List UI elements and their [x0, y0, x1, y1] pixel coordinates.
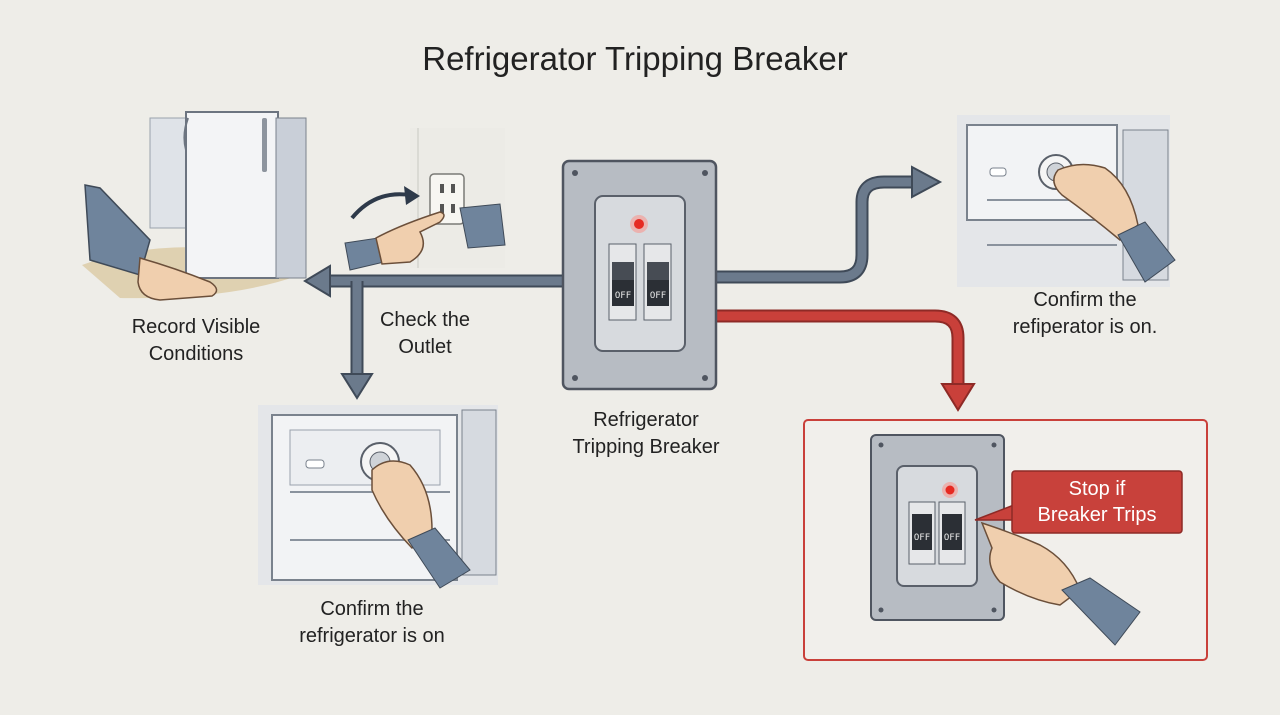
pointing-hand-icon [980, 521, 1081, 606]
stop-box: OFF OFF [803, 419, 1208, 661]
outlet-icon [429, 173, 465, 225]
sleeve-icon [1117, 221, 1176, 283]
breaker-panel: OFF OFF [561, 159, 718, 391]
sleeve-icon [84, 184, 151, 276]
stop-label: Stop if Breaker Trips [1037, 478, 1157, 526]
arrows [303, 165, 976, 412]
sleeve-icon [407, 527, 471, 589]
switch-label-off: OFF [615, 291, 631, 301]
breaker-switch-2 [942, 514, 962, 550]
curved-arrow-icon [350, 192, 411, 220]
pointing-hand-icon [375, 211, 445, 265]
record-conditions-illustration [82, 111, 307, 301]
page-title: Refrigerator Tripping Breaker [422, 40, 848, 77]
arrow-to-stop [716, 309, 965, 386]
switch-label-off: OFF [944, 533, 960, 543]
hand-icon [371, 460, 433, 550]
stop-callout [1011, 470, 1183, 534]
step-label-confirm-top: Confirm the refiperator is on. [1012, 289, 1158, 338]
breaker-switch-1 [912, 514, 932, 550]
step-label-breaker: Refrigerator Tripping Breaker [572, 409, 720, 458]
step-label-confirm-bottom: Confirm the refrigerator is on [299, 598, 445, 647]
confirm-bottom-illustration [258, 405, 498, 589]
arrow-to-confirm-top [716, 175, 914, 284]
switch-label-off: OFF [914, 533, 930, 543]
sleeve-icon [1061, 577, 1141, 646]
step-label-record: Record Visible Conditions [131, 316, 261, 365]
hand-icon [137, 257, 218, 301]
outlet-illustration [344, 128, 506, 271]
confirm-top-illustration [957, 115, 1176, 287]
step-label-outlet: Check the Outlet [379, 309, 471, 358]
switch-label-off: OFF [650, 291, 666, 301]
